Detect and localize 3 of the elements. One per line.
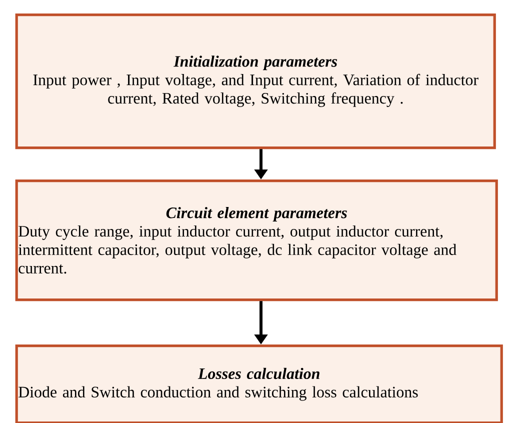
process-box: Circuit element parameters Duty cycle range, input inductor current, output inductor current, intermittent capacitor, output voltage, dc link capacitor voltage and current. bbox=[15, 180, 498, 302]
process-box: Initialization parameters Input power , Input voltage, and Input current, Variation of inductor current, Rated voltage, Switching frequency . bbox=[15, 14, 496, 150]
process-box: Losses calculation Diode and Switch conduction and switching loss calculations bbox=[15, 344, 503, 423]
